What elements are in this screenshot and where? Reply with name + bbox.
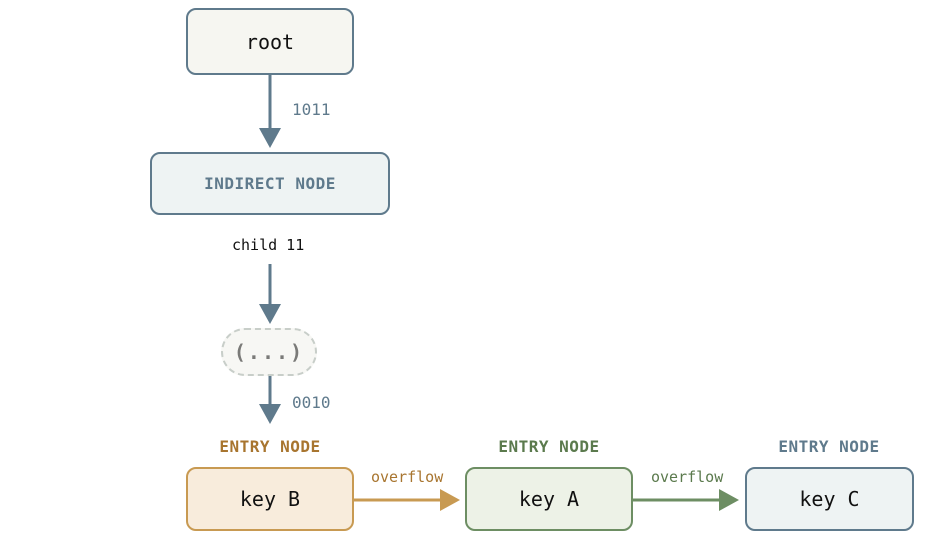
edge-label-0010: 0010 bbox=[292, 393, 331, 412]
entry-node-key-a: key A bbox=[465, 467, 633, 531]
entry-key-a-label: key A bbox=[518, 487, 580, 511]
indirect-node: INDIRECT NODE bbox=[150, 152, 390, 215]
overflow-label-a-c: overflow bbox=[651, 468, 724, 486]
arrowhead-child-ellipsis bbox=[259, 304, 281, 324]
child-label: child 11 bbox=[232, 236, 305, 254]
entry-key-b-label: key B bbox=[239, 487, 301, 511]
ellipsis-node: (...) bbox=[221, 328, 317, 376]
entry-header-b: ENTRY NODE bbox=[219, 437, 321, 456]
root-node-label: root bbox=[245, 29, 295, 54]
ellipsis-label: (...) bbox=[233, 340, 305, 364]
entry-node-key-b: key B bbox=[186, 467, 354, 531]
overflow-label-b-a: overflow bbox=[371, 468, 444, 486]
entry-header-a: ENTRY NODE bbox=[498, 437, 600, 456]
edge-label-1011: 1011 bbox=[292, 100, 331, 119]
entry-header-c: ENTRY NODE bbox=[778, 437, 880, 456]
overflow-arrowhead-a-c bbox=[719, 489, 739, 511]
entry-key-c-label: key C bbox=[799, 487, 860, 511]
arrowhead-ellipsis-entry bbox=[259, 404, 281, 424]
overflow-arrowhead-b-a bbox=[440, 489, 460, 511]
arrowhead-root-indirect bbox=[259, 128, 281, 148]
entry-node-key-c: key C bbox=[745, 467, 914, 531]
indirect-node-label: INDIRECT NODE bbox=[204, 174, 336, 193]
root-node: root bbox=[186, 8, 354, 75]
